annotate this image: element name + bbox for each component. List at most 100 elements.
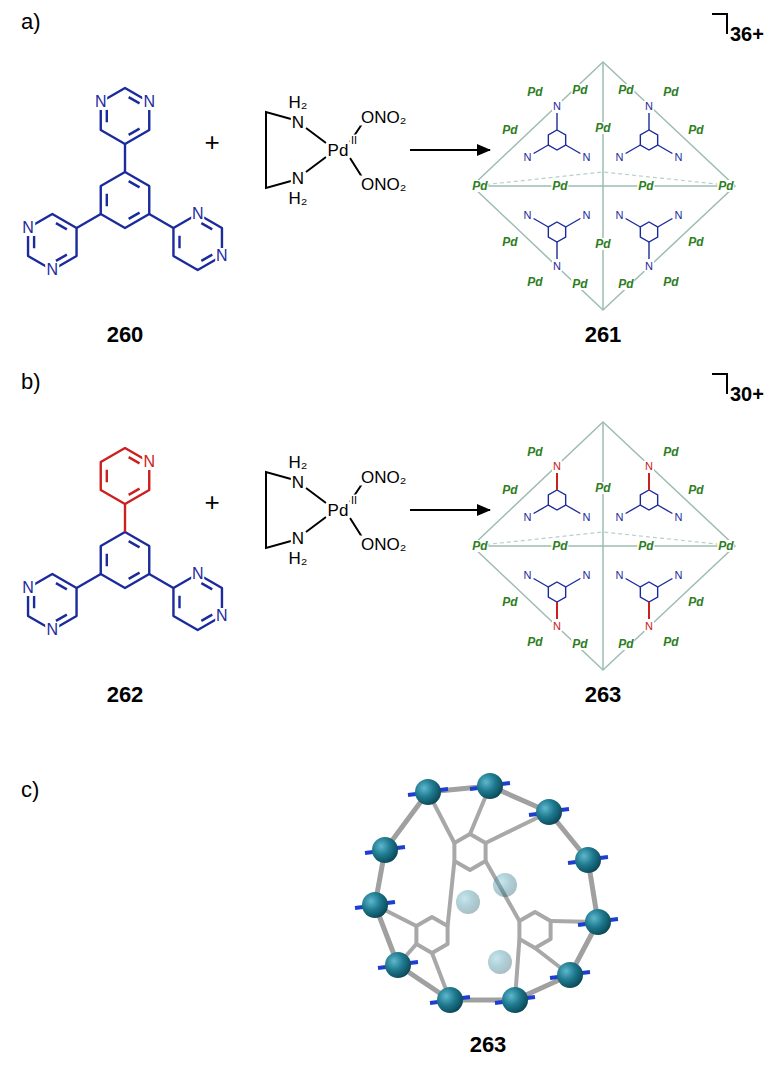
atom-label: N [291, 114, 305, 131]
charge-label: 30+ [729, 384, 765, 404]
metal-label: Pd [617, 638, 634, 650]
atom-label: N [523, 512, 533, 523]
atom-label: N [581, 152, 591, 163]
oxidation-state: II [350, 135, 358, 146]
atom-label: N [191, 566, 205, 582]
panel-letter: b) [20, 371, 42, 393]
atom-label: N [142, 454, 156, 470]
metal-label: Pd [526, 636, 543, 648]
atom-label: H₂ [288, 94, 309, 111]
metal-label: Pd [571, 84, 588, 96]
metal-label: Pd [662, 446, 679, 458]
metal-label: Pd [717, 540, 734, 552]
oxidation-state: II [350, 495, 358, 506]
atom-label: N [581, 570, 591, 581]
metal-label: Pd [471, 540, 488, 552]
atom-label: N [644, 461, 654, 472]
metal-label: Pd [526, 446, 543, 458]
atom-label: N [291, 170, 305, 187]
atom-label: N [644, 101, 654, 112]
cage-scheme [472, 14, 735, 310]
metal-label: Pd [662, 636, 679, 648]
atom-label: N [615, 152, 625, 163]
plus-sign: + [203, 489, 220, 515]
metal-label: Pd [687, 236, 704, 248]
atom-label: N [142, 94, 156, 110]
ligand-structure [28, 448, 222, 630]
compound-number: 260 [106, 324, 145, 346]
palladium-complex [266, 112, 362, 188]
metal-label: Pd [617, 84, 634, 96]
atom-label: N [615, 570, 625, 581]
atom-label: N [21, 580, 35, 596]
metal-label: Pd [571, 638, 588, 650]
atom-label: N [523, 152, 533, 163]
metal-label: Pd [637, 180, 654, 192]
atom-label: H₂ [288, 454, 309, 471]
charge-label: 36+ [729, 24, 765, 44]
atom-label: N [215, 608, 229, 624]
atom-label: ONO₂ [360, 176, 407, 193]
reaction-arrow [410, 150, 490, 151]
metal-label: Pd [662, 276, 679, 288]
atom-label: N [191, 206, 205, 222]
metal-label: Pd [551, 180, 568, 192]
compound-number: 263 [469, 1034, 508, 1056]
metal-label: Pd [526, 276, 543, 288]
metal-label: Pd [471, 180, 488, 192]
compound-number: 261 [584, 324, 623, 346]
atom-label: ONO₂ [360, 109, 407, 126]
reaction-arrow [410, 510, 490, 511]
atom-label: N [615, 512, 625, 523]
atom-label: N [94, 94, 108, 110]
metal-label: Pd [594, 482, 611, 494]
panel-letter: a) [20, 11, 42, 33]
metal-label: Pd [526, 86, 543, 98]
plus-sign: + [203, 129, 220, 155]
atom-label: ONO₂ [360, 536, 407, 553]
atom-label: N [552, 621, 562, 632]
atom-label: N [644, 261, 654, 272]
metal-label: Pd [501, 124, 518, 136]
atom-label: N [673, 210, 683, 221]
atom-label: ONO₂ [360, 469, 407, 486]
ligand-structure [28, 88, 222, 270]
atom-label: N [46, 262, 60, 278]
metal-label: Pd [501, 484, 518, 496]
compound-number: 262 [106, 684, 145, 706]
panel-letter: c) [20, 779, 40, 801]
metal-label: Pd [637, 540, 654, 552]
crystal-structure [355, 773, 618, 1013]
atom-label: N [673, 512, 683, 523]
atom-label: Pd [327, 502, 350, 519]
atom-label: N [673, 152, 683, 163]
metal-label: Pd [687, 596, 704, 608]
compound-number: 263 [584, 684, 623, 706]
atom-label: N [523, 570, 533, 581]
atom-label: N [673, 570, 683, 581]
atom-label: N [615, 210, 625, 221]
metal-label: Pd [551, 540, 568, 552]
atom-label: N [581, 210, 591, 221]
atom-label: N [523, 210, 533, 221]
metal-label: Pd [617, 278, 634, 290]
atom-label: H₂ [288, 550, 309, 567]
atom-label: N [215, 248, 229, 264]
atom-label: N [291, 474, 305, 491]
metal-label: Pd [594, 238, 611, 250]
atom-label: N [552, 261, 562, 272]
atom-label: N [644, 621, 654, 632]
cage-scheme [472, 374, 735, 670]
atom-label: N [21, 220, 35, 236]
atom-label: N [581, 512, 591, 523]
metal-label: Pd [501, 596, 518, 608]
atom-label: Pd [327, 142, 350, 159]
palladium-complex [266, 472, 362, 548]
metal-label: Pd [687, 484, 704, 496]
atom-label: N [552, 461, 562, 472]
metal-label: Pd [501, 236, 518, 248]
metal-label: Pd [717, 180, 734, 192]
atom-label: N [552, 101, 562, 112]
atom-label: N [291, 530, 305, 547]
